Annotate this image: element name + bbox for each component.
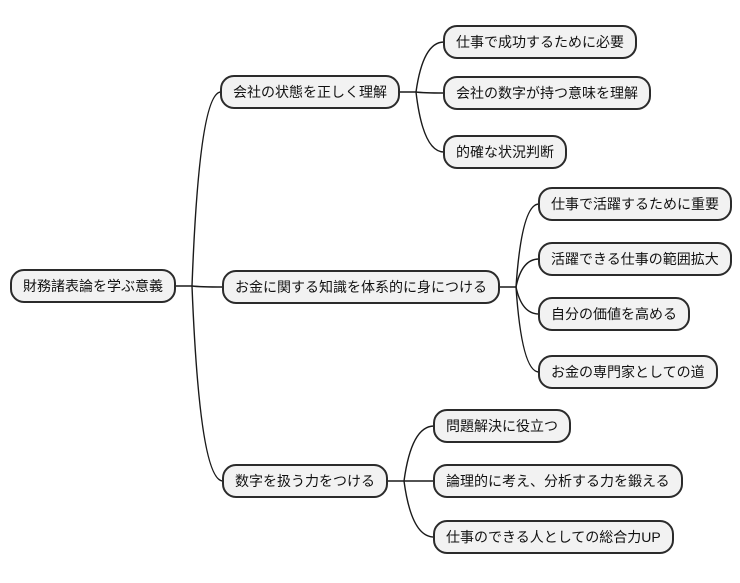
mindmap-node-meaning-of-numbers[interactable]: 会社の数字が持つ意味を理解 bbox=[443, 76, 651, 110]
mindmap-node-important-for-work[interactable]: 仕事で活躍するために重要 bbox=[538, 187, 732, 221]
mindmap-node-wider-work-range[interactable]: 活躍できる仕事の範囲拡大 bbox=[538, 242, 732, 276]
mindmap-node-root[interactable]: 財務諸表論を学ぶ意義 bbox=[10, 269, 176, 303]
mindmap-node-raise-own-value[interactable]: 自分の価値を高める bbox=[538, 297, 690, 331]
mindmap-node-logical-thinking[interactable]: 論理的に考え、分析する力を鍛える bbox=[433, 464, 683, 498]
mindmap-node-number-skill[interactable]: 数字を扱う力をつける bbox=[222, 464, 388, 498]
mindmap-node-success-at-work[interactable]: 仕事で成功するために必要 bbox=[443, 25, 637, 59]
mindmap-node-understand-company[interactable]: 会社の状態を正しく理解 bbox=[220, 75, 400, 109]
mindmap-node-accurate-judgement[interactable]: 的確な状況判断 bbox=[443, 135, 567, 169]
mindmap-node-money-expert-path[interactable]: お金の専門家としての道 bbox=[538, 355, 718, 389]
mindmap-node-overall-ability-up[interactable]: 仕事のできる人としての総合力UP bbox=[433, 520, 674, 554]
mindmap-node-problem-solving[interactable]: 問題解決に役立つ bbox=[433, 409, 571, 443]
mindmap-node-money-knowledge[interactable]: お金に関する知識を体系的に身につける bbox=[222, 270, 500, 304]
